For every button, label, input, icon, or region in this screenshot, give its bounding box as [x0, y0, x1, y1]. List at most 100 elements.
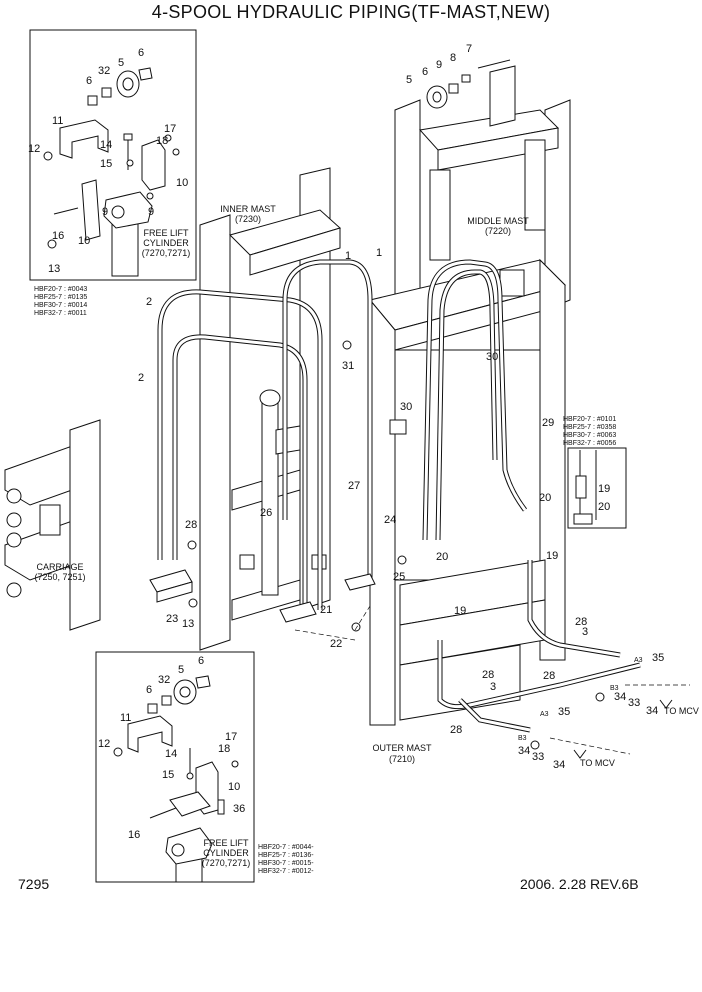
- serial-bottom-row3: HBF30-7 : #0015-: [258, 860, 314, 867]
- serial-top-left-row4: HBF32-7 : #0011: [34, 310, 87, 317]
- part-9: 9: [102, 206, 108, 218]
- part-21: 21: [320, 604, 332, 616]
- free-lift-cylinder-bottom-line1: FREE LIFT: [203, 838, 249, 848]
- part-32: 32: [98, 65, 110, 77]
- part-24: 24: [384, 514, 396, 526]
- part-23: 23: [166, 613, 178, 625]
- part-28: 28: [543, 670, 555, 682]
- part-16: 16: [128, 829, 140, 841]
- part-16: 16: [52, 230, 64, 242]
- part-11: 11: [120, 712, 131, 724]
- valve-block: [149, 340, 605, 750]
- part-6: 6: [422, 66, 428, 78]
- part-33: 33: [532, 751, 544, 763]
- hoses: [157, 259, 641, 733]
- part-27: 27: [348, 480, 360, 492]
- part-3: 3: [490, 681, 496, 693]
- part-1: 1: [345, 250, 351, 262]
- inner-mast-name: INNER MAST: [220, 204, 276, 214]
- part-12: 12: [28, 143, 40, 155]
- serial-bottom-row4: HBF32-7 : #0012-: [258, 868, 314, 875]
- carriage-name: CARRIAGE: [36, 562, 83, 572]
- part-5: 5: [178, 664, 184, 676]
- serial-top-left-row3: HBF30-7 : #0014: [34, 302, 87, 309]
- part-15: 15: [100, 158, 112, 170]
- serial-top-left-row1: HBF20-7 : #0043: [34, 286, 87, 293]
- part-34: 34: [518, 745, 530, 757]
- detail-box-bottom: [95, 651, 255, 883]
- part-30: 30: [486, 351, 498, 363]
- inner-mast-code: (7230): [235, 214, 261, 224]
- serial-top-left-row2: HBF25-7 : #0135: [34, 294, 87, 301]
- part-20: 20: [539, 492, 551, 504]
- port-a3-2: A3: [540, 711, 549, 718]
- part-18: 18: [218, 743, 230, 755]
- detail-box-right: [567, 447, 627, 529]
- part-12: 12: [98, 738, 110, 750]
- part-3: 3: [582, 626, 588, 638]
- serial-right-row4: HBF32-7 : #0056: [563, 440, 616, 447]
- part-28: 28: [575, 616, 587, 628]
- part-17: 17: [225, 731, 237, 743]
- page-title: 4-SPOOL HYDRAULIC PIPING(TF-MAST,NEW): [151, 2, 551, 22]
- part-19: 19: [598, 483, 610, 495]
- part-14: 14: [165, 748, 177, 760]
- part-20: 20: [436, 551, 448, 563]
- part-18: 18: [156, 135, 168, 147]
- serial-right-row2: HBF25-7 : #0358: [563, 424, 616, 431]
- part-32: 32: [158, 674, 170, 686]
- revision-stamp: 2006. 2.28 REV.6B: [520, 876, 639, 892]
- part-28: 28: [482, 669, 494, 681]
- port-b3-1: B3: [610, 685, 619, 692]
- part-28: 28: [450, 724, 462, 736]
- serial-bottom-row1: HBF20-7 : #0044-: [258, 844, 314, 851]
- detail-box-top-left: [29, 29, 197, 281]
- free-lift-cylinder-bottom-code: (7270,7271): [202, 858, 251, 868]
- part-30: 30: [400, 401, 412, 413]
- part-10: 10: [78, 235, 90, 247]
- part-2: 2: [138, 372, 144, 384]
- to-mcv-label-2: TO MCV: [580, 758, 615, 768]
- part-20: 20: [598, 501, 610, 513]
- part-9: 9: [436, 59, 442, 71]
- part-28: 28: [185, 519, 197, 531]
- part-10: 10: [228, 781, 240, 793]
- middle-mast-name: MIDDLE MAST: [467, 216, 529, 226]
- outer-mast: [369, 258, 566, 726]
- part-6: 6: [198, 655, 204, 667]
- to-mcv-label-1: TO MCV: [664, 706, 699, 716]
- part-19: 19: [546, 550, 558, 562]
- part-31: 31: [342, 360, 354, 372]
- part-7: 7: [466, 43, 472, 55]
- free-lift-cylinder-bottom-line2: CYLINDER: [203, 848, 249, 858]
- part-35: 35: [558, 706, 570, 718]
- part-15: 15: [162, 769, 174, 781]
- part-35: 35: [652, 652, 664, 664]
- part-33: 33: [628, 697, 640, 709]
- part-11: 11: [52, 115, 63, 127]
- serial-bottom-row2: HBF25-7 : #0136-: [258, 852, 314, 859]
- part-34: 34: [553, 759, 565, 771]
- middle-mast-code: (7220): [485, 226, 511, 236]
- outer-mast-name: OUTER MAST: [372, 743, 432, 753]
- part-6: 6: [86, 75, 92, 87]
- outer-mast-code: (7210): [389, 754, 415, 764]
- part-9: 9: [148, 206, 154, 218]
- part-13: 13: [182, 618, 194, 630]
- free-lift-cylinder-top-line1: FREE LIFT: [143, 228, 189, 238]
- part-19: 19: [454, 605, 466, 617]
- part-1: 1: [376, 247, 382, 259]
- part-36: 36: [233, 803, 245, 815]
- part-26: 26: [260, 507, 272, 519]
- part-2: 2: [146, 296, 152, 308]
- part-8: 8: [450, 52, 456, 64]
- page-number: 7295: [18, 876, 50, 892]
- port-a3-1: A3: [634, 657, 643, 664]
- part-14: 14: [100, 139, 112, 151]
- carriage: [4, 419, 101, 631]
- port-b3-2: B3: [518, 735, 527, 742]
- middle-mast: [394, 59, 571, 311]
- part-29: 29: [542, 417, 554, 429]
- free-lift-cylinder-top-code: (7270,7271): [142, 248, 191, 258]
